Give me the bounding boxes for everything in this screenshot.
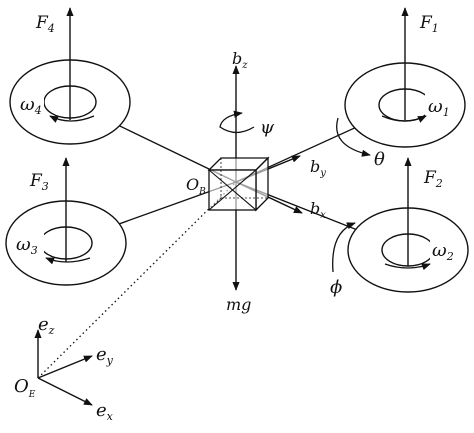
label-mg: mg	[226, 295, 251, 314]
spin-arrow-rotor-2	[384, 263, 431, 271]
earth-x-axis	[37, 377, 93, 406]
label-ez: ez	[38, 314, 55, 337]
label-f3: F3	[29, 171, 49, 193]
label-f2: F2	[423, 168, 443, 190]
yaw-rotation-arrow	[219, 110, 255, 134]
label-omega-2: ω2	[432, 240, 454, 263]
label-ex: ex	[96, 400, 114, 423]
earth-to-body-dotted-line	[37, 181, 237, 379]
label-omega-3: ω3	[16, 234, 38, 257]
label-bx: bx	[310, 199, 326, 221]
label-bz: bz	[232, 49, 248, 71]
spin-arrow-rotor-3	[45, 257, 91, 265]
label-theta: θ	[374, 149, 385, 170]
label-phi: ϕ	[330, 277, 342, 298]
roll-rotation-arrow	[332, 222, 356, 273]
label-origin-earth: OE	[14, 376, 36, 400]
label-omega-4: ω4	[20, 94, 42, 117]
spin-arrow-rotor-4	[49, 115, 95, 123]
label-psi: ψ	[260, 117, 275, 138]
label-ey: ey	[96, 344, 114, 367]
label-omega-1: ω1	[428, 96, 450, 119]
label-by: by	[310, 157, 326, 179]
label-f1: F1	[419, 13, 439, 35]
spin-arrow-rotor-1	[381, 115, 427, 123]
label-origin-body: OB	[186, 175, 206, 197]
earth-y-axis	[37, 355, 93, 379]
pitch-rotation-arrow	[336, 117, 371, 157]
label-f4: F4	[35, 13, 55, 35]
